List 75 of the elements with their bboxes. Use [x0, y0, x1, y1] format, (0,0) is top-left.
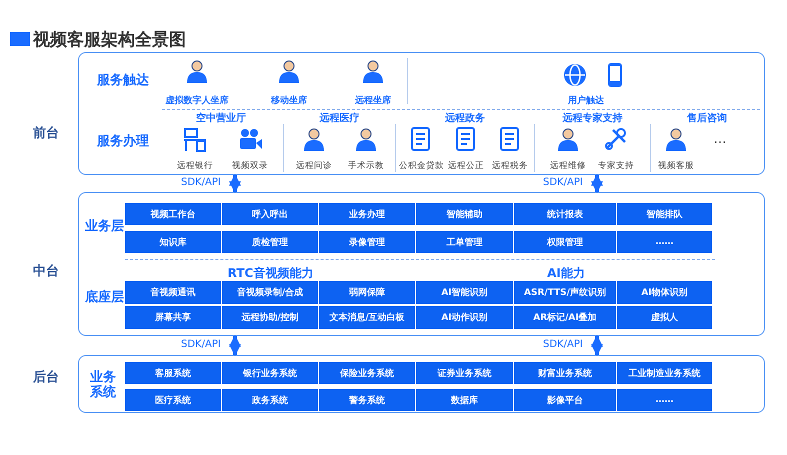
group-heading: RTC音视频能力 — [226, 265, 314, 282]
module-tile: 客服系统 — [125, 362, 222, 384]
module-tile: 弱网保障 — [319, 281, 416, 304]
module-tile: 业务办理 — [319, 203, 416, 225]
group-heading: AI能力 — [546, 265, 586, 282]
tier-label: 中台 — [33, 263, 59, 280]
group-heading: 售后咨询 — [686, 112, 728, 125]
tier-label: 前台 — [33, 125, 59, 142]
module-tile: AR标记/AI叠加 — [514, 306, 617, 329]
module-tile: 音视频录制/合成 — [222, 281, 319, 304]
item-caption: 专家支持 — [597, 160, 635, 172]
item-caption: 远程坐席 — [354, 94, 392, 107]
module-tile: 警务系统 — [319, 389, 416, 411]
section-heading: 底座层 — [85, 290, 125, 304]
item-caption: 远程公正 — [447, 160, 485, 172]
module-tile: AI动作识别 — [416, 306, 514, 329]
item-caption: 公积金贷款 — [399, 160, 443, 172]
edge-label: SDK/API — [542, 176, 584, 188]
module-tile: 政务系统 — [222, 389, 319, 411]
module-tile: AI物体识别 — [617, 281, 713, 304]
item-caption: 远程税务 — [491, 160, 529, 172]
module-tile: 统计报表 — [514, 203, 617, 225]
edge-label: SDK/API — [542, 338, 584, 350]
module-tile: 音视频通讯 — [125, 281, 222, 304]
section-heading: 服务触达 — [97, 72, 150, 88]
edge-label: SDK/API — [180, 338, 222, 350]
module-tile: 影像平台 — [514, 389, 617, 411]
item-caption: 用户触达 — [567, 94, 605, 107]
diagram-title: 视频客服架构全景图 — [33, 29, 186, 51]
module-tile: 财富业务系统 — [514, 362, 617, 384]
module-tile: 视频工作台 — [125, 203, 222, 225]
double-arrow — [229, 174, 241, 194]
item-caption: 远程维修 — [549, 160, 587, 172]
module-tile: 呼入呼出 — [222, 203, 319, 225]
module-tile: …… — [617, 389, 713, 411]
group-heading: 空中营业厅 — [195, 112, 247, 125]
double-arrow — [591, 334, 603, 356]
item-caption: 远程银行 — [176, 160, 214, 172]
module-tile: 工业制造业务系统 — [617, 362, 713, 384]
item-caption: 视频双录 — [231, 160, 269, 172]
more-text: … — [712, 132, 728, 147]
item-caption: 手术示教 — [347, 160, 385, 172]
module-tile: …… — [617, 231, 713, 253]
item-caption: 视频客服 — [657, 160, 695, 172]
group-heading: 远程专家支持 — [562, 111, 624, 125]
edge-label: SDK/API — [180, 176, 222, 188]
module-tile: 虚拟人 — [617, 306, 713, 329]
double-arrow — [591, 174, 603, 194]
module-tile: 智能辅助 — [416, 203, 514, 225]
item-caption: 远程问诊 — [295, 160, 333, 172]
module-tile: 质检管理 — [222, 231, 319, 253]
section-heading: 服务办理 — [97, 134, 150, 149]
module-tile: AI智能识别 — [416, 281, 514, 304]
double-arrow — [229, 334, 241, 356]
section-heading: 业务层 — [85, 219, 125, 234]
module-tile: 数据库 — [416, 389, 514, 411]
module-tile: 智能排队 — [617, 203, 713, 225]
tier-label: 后台 — [33, 368, 59, 386]
module-tile: 工单管理 — [416, 231, 514, 253]
section-heading: 业务系统 — [90, 370, 117, 400]
item-caption: 虚拟数字人坐席 — [165, 94, 229, 107]
item-caption: 移动坐席 — [270, 94, 308, 107]
module-tile: 录像管理 — [319, 231, 416, 253]
module-tile: ASR/TTS/声纹识别 — [514, 281, 617, 304]
module-tile: 保险业务系统 — [319, 362, 416, 384]
group-heading: 远程医疗 — [318, 112, 360, 125]
module-tile: 文本消息/互动白板 — [319, 306, 416, 329]
module-tile: 屏幕共享 — [125, 306, 222, 329]
module-tile: 权限管理 — [514, 231, 617, 253]
module-tile: 远程协助/控制 — [222, 306, 319, 329]
module-tile: 银行业务系统 — [222, 362, 319, 384]
group-heading: 远程政务 — [444, 112, 486, 125]
module-tile: 证券业务系统 — [416, 362, 514, 384]
module-tile: 知识库 — [125, 231, 222, 253]
module-tile: 医疗系统 — [125, 389, 222, 411]
